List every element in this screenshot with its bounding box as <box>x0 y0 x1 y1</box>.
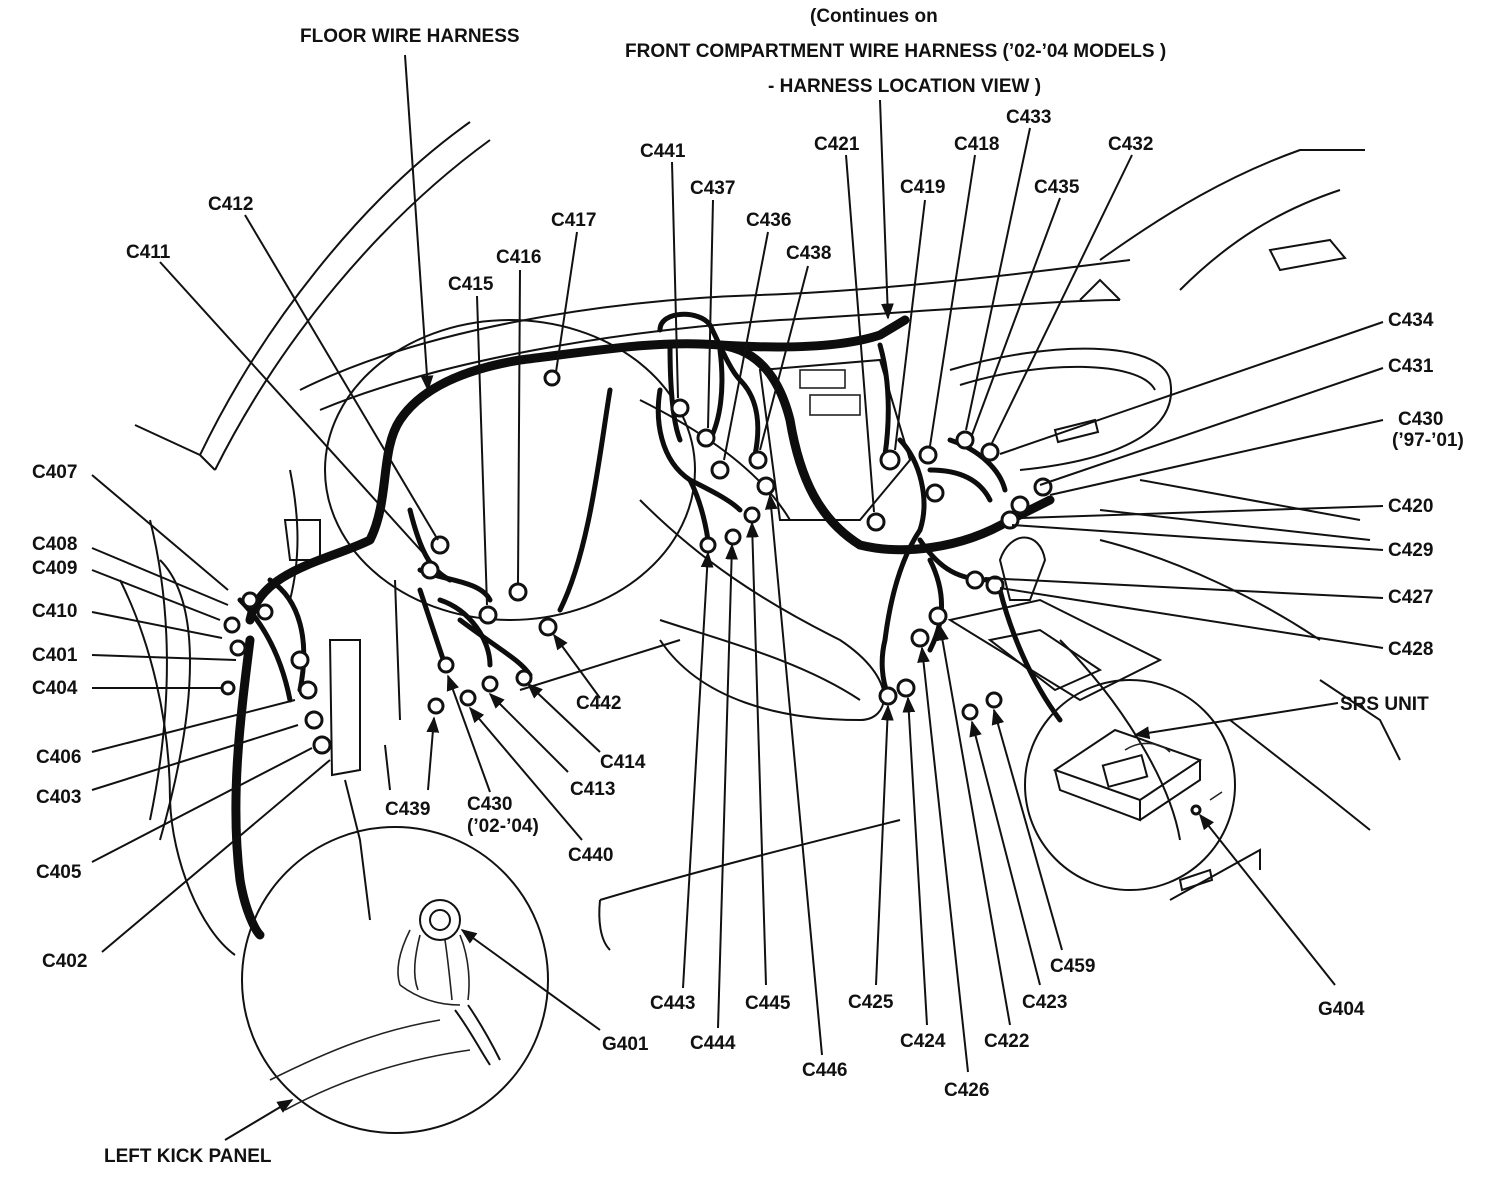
c410-label: C410 <box>32 601 77 622</box>
c446-label: C446 <box>802 1060 847 1081</box>
c402-label: C402 <box>42 951 87 972</box>
c415-label: C415 <box>448 274 494 295</box>
labels: (Continues on FRONT COMPARTMENT WIRE HAR… <box>32 6 1464 1167</box>
left-kick-panel-label: LEFT KICK PANEL <box>104 1146 272 1167</box>
c441-label: C441 <box>640 141 686 162</box>
callout-leaders <box>91 54 1384 1141</box>
c444-label: C444 <box>690 1033 736 1054</box>
c436-label: C436 <box>746 210 791 231</box>
floor-wire-harness-label: FLOOR WIRE HARNESS <box>300 26 520 47</box>
c437-label: C437 <box>690 178 735 199</box>
c407-label: C407 <box>32 462 77 483</box>
c417-label: C417 <box>551 210 596 231</box>
c430-b-years: (’02-’04) <box>467 816 539 837</box>
c406-label: C406 <box>36 747 81 768</box>
c416-label: C416 <box>496 247 541 268</box>
c439-label: C439 <box>385 799 430 820</box>
vehicle-body-outline <box>119 121 1401 956</box>
c440-label: C440 <box>568 845 613 866</box>
c421-label: C421 <box>814 134 860 155</box>
c427-label: C427 <box>1388 587 1433 608</box>
c422-label: C422 <box>984 1031 1029 1052</box>
c459-label: C459 <box>1050 956 1095 977</box>
c411-label: C411 <box>126 242 171 263</box>
c432-label: C432 <box>1108 134 1153 155</box>
c405-label: C405 <box>36 862 82 883</box>
c434-label: C434 <box>1388 310 1434 331</box>
c409-label: C409 <box>32 558 77 579</box>
c430-a-label: C430 <box>1398 409 1443 430</box>
c414-label: C414 <box>600 752 646 773</box>
c435-label: C435 <box>1034 177 1080 198</box>
c404-label: C404 <box>32 678 78 699</box>
c443-label: C443 <box>650 993 695 1014</box>
c420-label: C420 <box>1388 496 1433 517</box>
c424-label: C424 <box>900 1031 946 1052</box>
c413-label: C413 <box>570 779 615 800</box>
title-line-2: FRONT COMPARTMENT WIRE HARNESS (’02-’04 … <box>625 41 1166 62</box>
c423-label: C423 <box>1022 992 1067 1013</box>
c431-label: C431 <box>1388 356 1434 377</box>
g404-label: G404 <box>1318 999 1365 1020</box>
c419-label: C419 <box>900 177 945 198</box>
c403-label: C403 <box>36 787 81 808</box>
c430-a-years: (’97-’01) <box>1392 430 1464 451</box>
c429-label: C429 <box>1388 540 1433 561</box>
c426-label: C426 <box>944 1080 989 1101</box>
c418-label: C418 <box>954 134 999 155</box>
c438-label: C438 <box>786 243 831 264</box>
c442-label: C442 <box>576 693 621 714</box>
title-line-1: (Continues on <box>810 6 938 27</box>
c433-label: C433 <box>1006 107 1051 128</box>
c428-label: C428 <box>1388 639 1433 660</box>
srs-unit-detail <box>1024 679 1236 891</box>
srs-unit-label: SRS UNIT <box>1340 694 1429 715</box>
title-line-3: - HARNESS LOCATION VIEW ) <box>768 76 1041 97</box>
c425-label: C425 <box>848 992 894 1013</box>
g401-label: G401 <box>602 1034 649 1055</box>
c401-label: C401 <box>32 645 78 666</box>
left-kick-panel-detail <box>241 826 549 1134</box>
c445-label: C445 <box>745 993 791 1014</box>
c412-label: C412 <box>208 194 253 215</box>
c430-b-label: C430 <box>467 794 512 815</box>
c408-label: C408 <box>32 534 77 555</box>
